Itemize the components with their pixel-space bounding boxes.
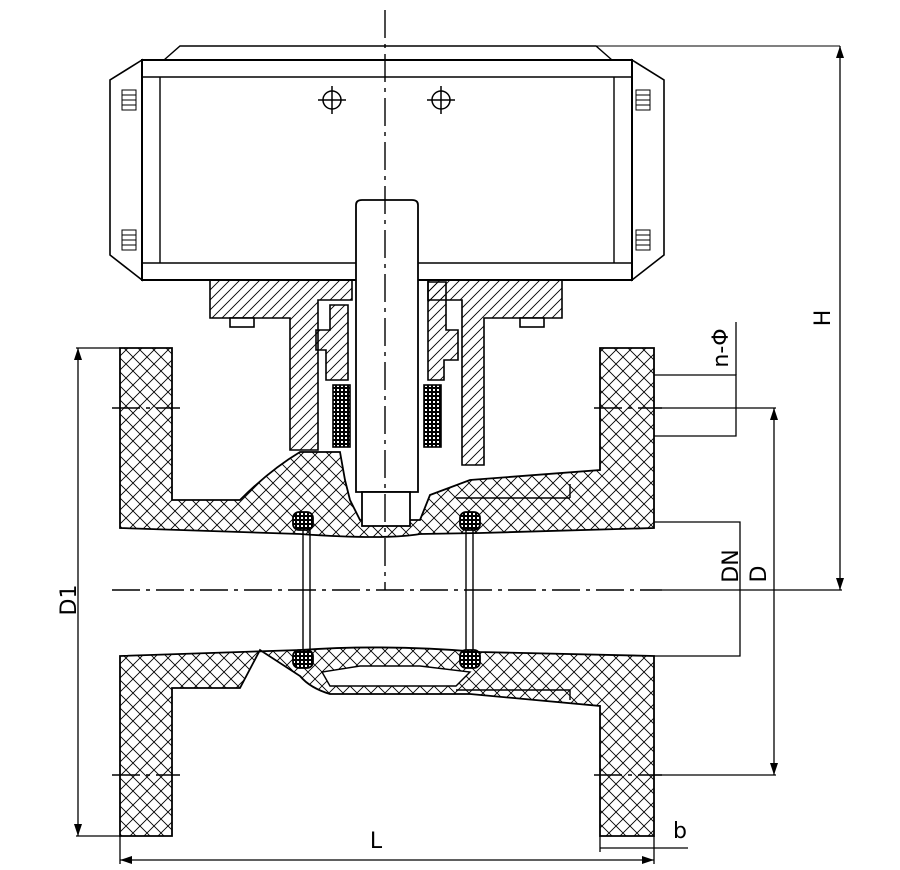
- actuator-right-cap: [631, 58, 665, 282]
- seat-ring-top-left: [292, 511, 314, 531]
- actuator-left-cap: [109, 58, 143, 282]
- label-n-phi: n-Φ: [709, 328, 734, 367]
- stem-tip: [361, 491, 411, 527]
- label-dn: DN: [719, 549, 744, 582]
- bonnet-bolt-left: [229, 317, 255, 328]
- air-port-symbols: [318, 86, 455, 114]
- seat-ring-bottom-right: [459, 649, 481, 669]
- packing-right: [423, 384, 442, 448]
- label-l: L: [370, 829, 383, 854]
- dimensions: [76, 46, 842, 864]
- dim-n-phi-line: [654, 374, 737, 437]
- stem-shaft: [355, 199, 419, 493]
- packing-left: [332, 384, 351, 448]
- dimension-labels: H D1 L b DN D n-Φ: [57, 310, 836, 854]
- body-lower-section: [119, 646, 655, 837]
- center-lines: [112, 10, 662, 776]
- label-h: H: [811, 310, 836, 327]
- bonnet: [209, 279, 563, 466]
- actuator: [109, 45, 840, 282]
- bonnet-bolt-right: [519, 317, 545, 328]
- dimension-arrows: [74, 46, 844, 864]
- actuator-end-screws: [121, 89, 651, 251]
- label-d1: D1: [57, 585, 82, 616]
- seat-ring-bottom-left: [292, 649, 314, 669]
- bonnet-right-bracket: [427, 279, 563, 466]
- body-upper-section: [119, 347, 655, 538]
- seat-ring-top-right: [459, 511, 481, 531]
- label-d: D: [747, 566, 772, 583]
- stem: [355, 199, 419, 527]
- gland-right: [427, 281, 459, 381]
- valve-body: [119, 347, 655, 837]
- dim-dn-line: [654, 521, 741, 657]
- body-lower-cavity: [320, 665, 472, 687]
- gland-left: [315, 304, 349, 381]
- actuator-top-plate: [162, 45, 614, 61]
- label-b: b: [673, 819, 687, 844]
